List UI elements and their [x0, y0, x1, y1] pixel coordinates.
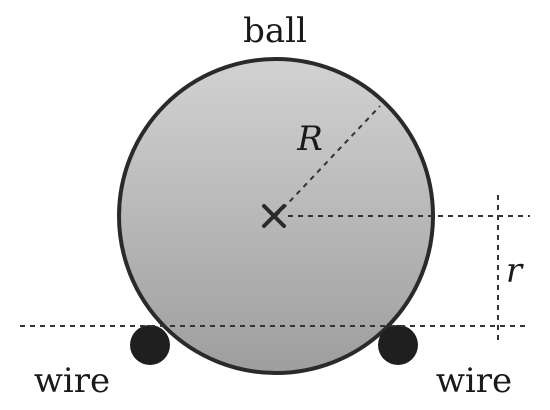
ball-label: ball — [243, 11, 307, 51]
wire-right-label: wire — [436, 361, 512, 401]
radius-R-label: R — [296, 119, 323, 159]
center-cross-icon — [262, 204, 286, 228]
wire-left-label: wire — [34, 361, 110, 401]
wire-right-circle — [378, 325, 418, 365]
wire-left-circle — [130, 325, 170, 365]
radius-r-label: r — [506, 251, 524, 291]
